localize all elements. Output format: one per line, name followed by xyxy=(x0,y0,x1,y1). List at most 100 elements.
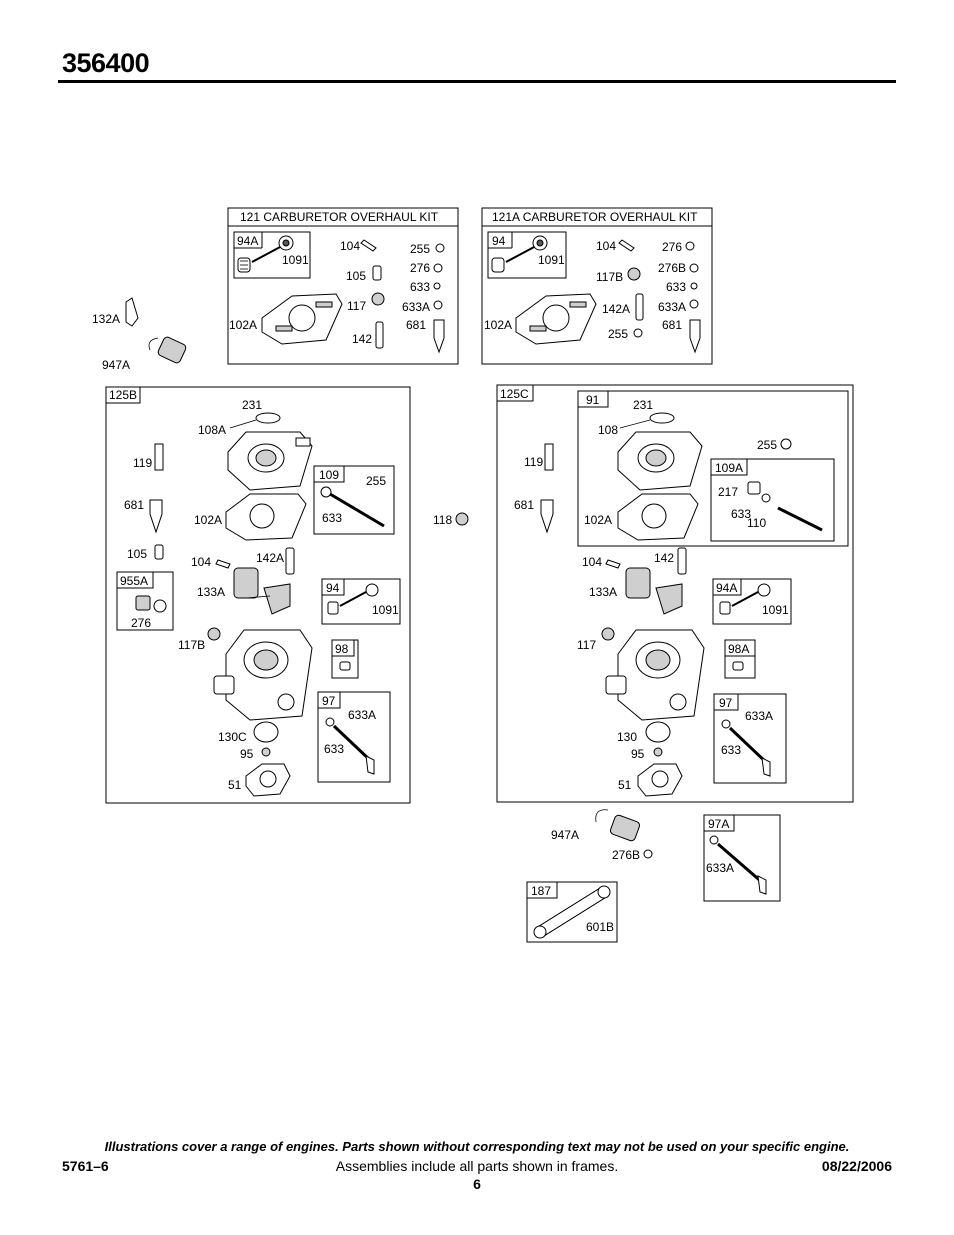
page-number: 6 xyxy=(473,1176,481,1192)
label-633A: 633A xyxy=(658,300,686,314)
part-681 xyxy=(540,499,554,534)
gasket-hole xyxy=(249,503,275,529)
part-118 xyxy=(455,512,469,526)
carburetor-lower-body xyxy=(605,629,705,721)
frame-187-label: 187 xyxy=(531,884,551,898)
part-955A xyxy=(135,595,151,611)
assemblies-note: Assemblies include all parts shown in fr… xyxy=(335,1158,619,1174)
part-276B xyxy=(643,849,653,859)
document-code: 5761–6 xyxy=(62,1158,109,1174)
part-633-ring xyxy=(320,486,332,498)
label-681: 681 xyxy=(514,498,534,512)
label-102A: 102A xyxy=(584,513,612,527)
part-130C xyxy=(253,721,279,743)
needle-valve-part xyxy=(237,235,294,273)
part-117B xyxy=(627,267,641,281)
part-95 xyxy=(261,747,271,757)
label-104: 104 xyxy=(596,239,616,253)
part-681 xyxy=(689,319,701,354)
part-255 xyxy=(780,438,792,450)
label-130: 130 xyxy=(617,730,637,744)
label-633b: 633 xyxy=(721,743,741,757)
gasket-102A-part xyxy=(515,293,597,345)
frame-98A-label: 98A xyxy=(728,642,749,656)
part-117 xyxy=(371,292,385,306)
label-255: 255 xyxy=(757,438,777,452)
model-number: 356400 xyxy=(62,48,150,78)
part-633A xyxy=(325,717,335,727)
solenoid-wire xyxy=(595,809,609,823)
label-633A: 633A xyxy=(745,709,773,723)
part-105 xyxy=(372,265,382,281)
label-117: 117 xyxy=(577,638,596,652)
label-255: 255 xyxy=(608,327,628,341)
gasket-102A-part xyxy=(261,293,343,345)
clamp-601B-part xyxy=(597,885,611,899)
part-276 xyxy=(685,241,695,251)
label-633: 633 xyxy=(322,511,342,525)
needle-part xyxy=(339,591,367,607)
label-276: 276 xyxy=(410,261,430,275)
label-130C: 130C xyxy=(218,730,247,744)
label-633: 633 xyxy=(666,280,686,294)
label-1091: 1091 xyxy=(372,603,399,617)
needle-part xyxy=(731,591,759,607)
frame-94A-label: 94A xyxy=(716,581,737,595)
part-255 xyxy=(633,328,643,338)
frame-91-label: 91 xyxy=(586,393,600,407)
label-102A: 102A xyxy=(194,513,222,527)
frame-97-label: 97 xyxy=(322,694,336,708)
part-142A xyxy=(285,547,295,575)
lever-part xyxy=(365,755,375,775)
kit-121A-title: 121A CARBURETOR OVERHAUL KIT xyxy=(492,210,698,224)
label-231: 231 xyxy=(633,398,653,412)
part-142A xyxy=(635,293,644,321)
frame-109-label: 109 xyxy=(319,468,339,482)
gasket-51-hole xyxy=(259,770,277,788)
label-1091: 1091 xyxy=(762,603,789,617)
part-130 xyxy=(645,721,671,743)
label-102A: 102A xyxy=(484,318,512,332)
label-119: 119 xyxy=(133,456,152,470)
part-633A xyxy=(721,719,731,729)
part-255 xyxy=(435,243,445,253)
frame-94A-label: 94A xyxy=(237,234,258,248)
label-108A: 108A xyxy=(198,423,226,437)
label-633A: 633A xyxy=(706,861,734,875)
document-date: 08/22/2006 xyxy=(821,1158,892,1174)
clamp-601B-part xyxy=(533,925,547,939)
label-633b: 633 xyxy=(324,742,344,756)
shaft-part xyxy=(329,492,385,528)
part-217 xyxy=(747,481,761,495)
label-133A: 133A xyxy=(589,585,617,599)
label-108: 108 xyxy=(598,423,618,437)
kit-121-frame: 121 CARBURETOR OVERHAUL KIT 94A 1091 102… xyxy=(227,207,459,365)
part-276B xyxy=(689,263,699,273)
label-255: 255 xyxy=(366,474,386,488)
part-633-ring xyxy=(761,493,771,503)
shaft-110-part xyxy=(777,506,823,532)
part-633 xyxy=(433,282,441,290)
needle-head xyxy=(757,583,771,597)
label-633A: 633A xyxy=(348,708,376,722)
label-117B: 117B xyxy=(596,270,623,284)
part-117B xyxy=(207,627,221,641)
label-217: 217 xyxy=(718,485,738,499)
label-95: 95 xyxy=(631,747,645,761)
clip-104-part xyxy=(360,239,377,252)
label-1091: 1091 xyxy=(538,253,565,267)
shaft-part xyxy=(717,842,765,886)
label-117: 117 xyxy=(347,299,366,313)
part-633A xyxy=(709,835,719,845)
lever-part xyxy=(757,875,767,895)
part-142 xyxy=(677,547,687,575)
label-276: 276 xyxy=(131,616,151,630)
loose-parts: 132A 947A 118 xyxy=(92,297,469,527)
label-110: 110 xyxy=(747,516,766,530)
float-133A-part xyxy=(233,567,291,615)
label-104: 104 xyxy=(340,239,360,253)
part-681 xyxy=(149,499,163,534)
label-102A: 102A xyxy=(229,318,257,332)
frame-98-label: 98 xyxy=(335,642,349,656)
frame-125C-label: 125C xyxy=(500,387,529,401)
